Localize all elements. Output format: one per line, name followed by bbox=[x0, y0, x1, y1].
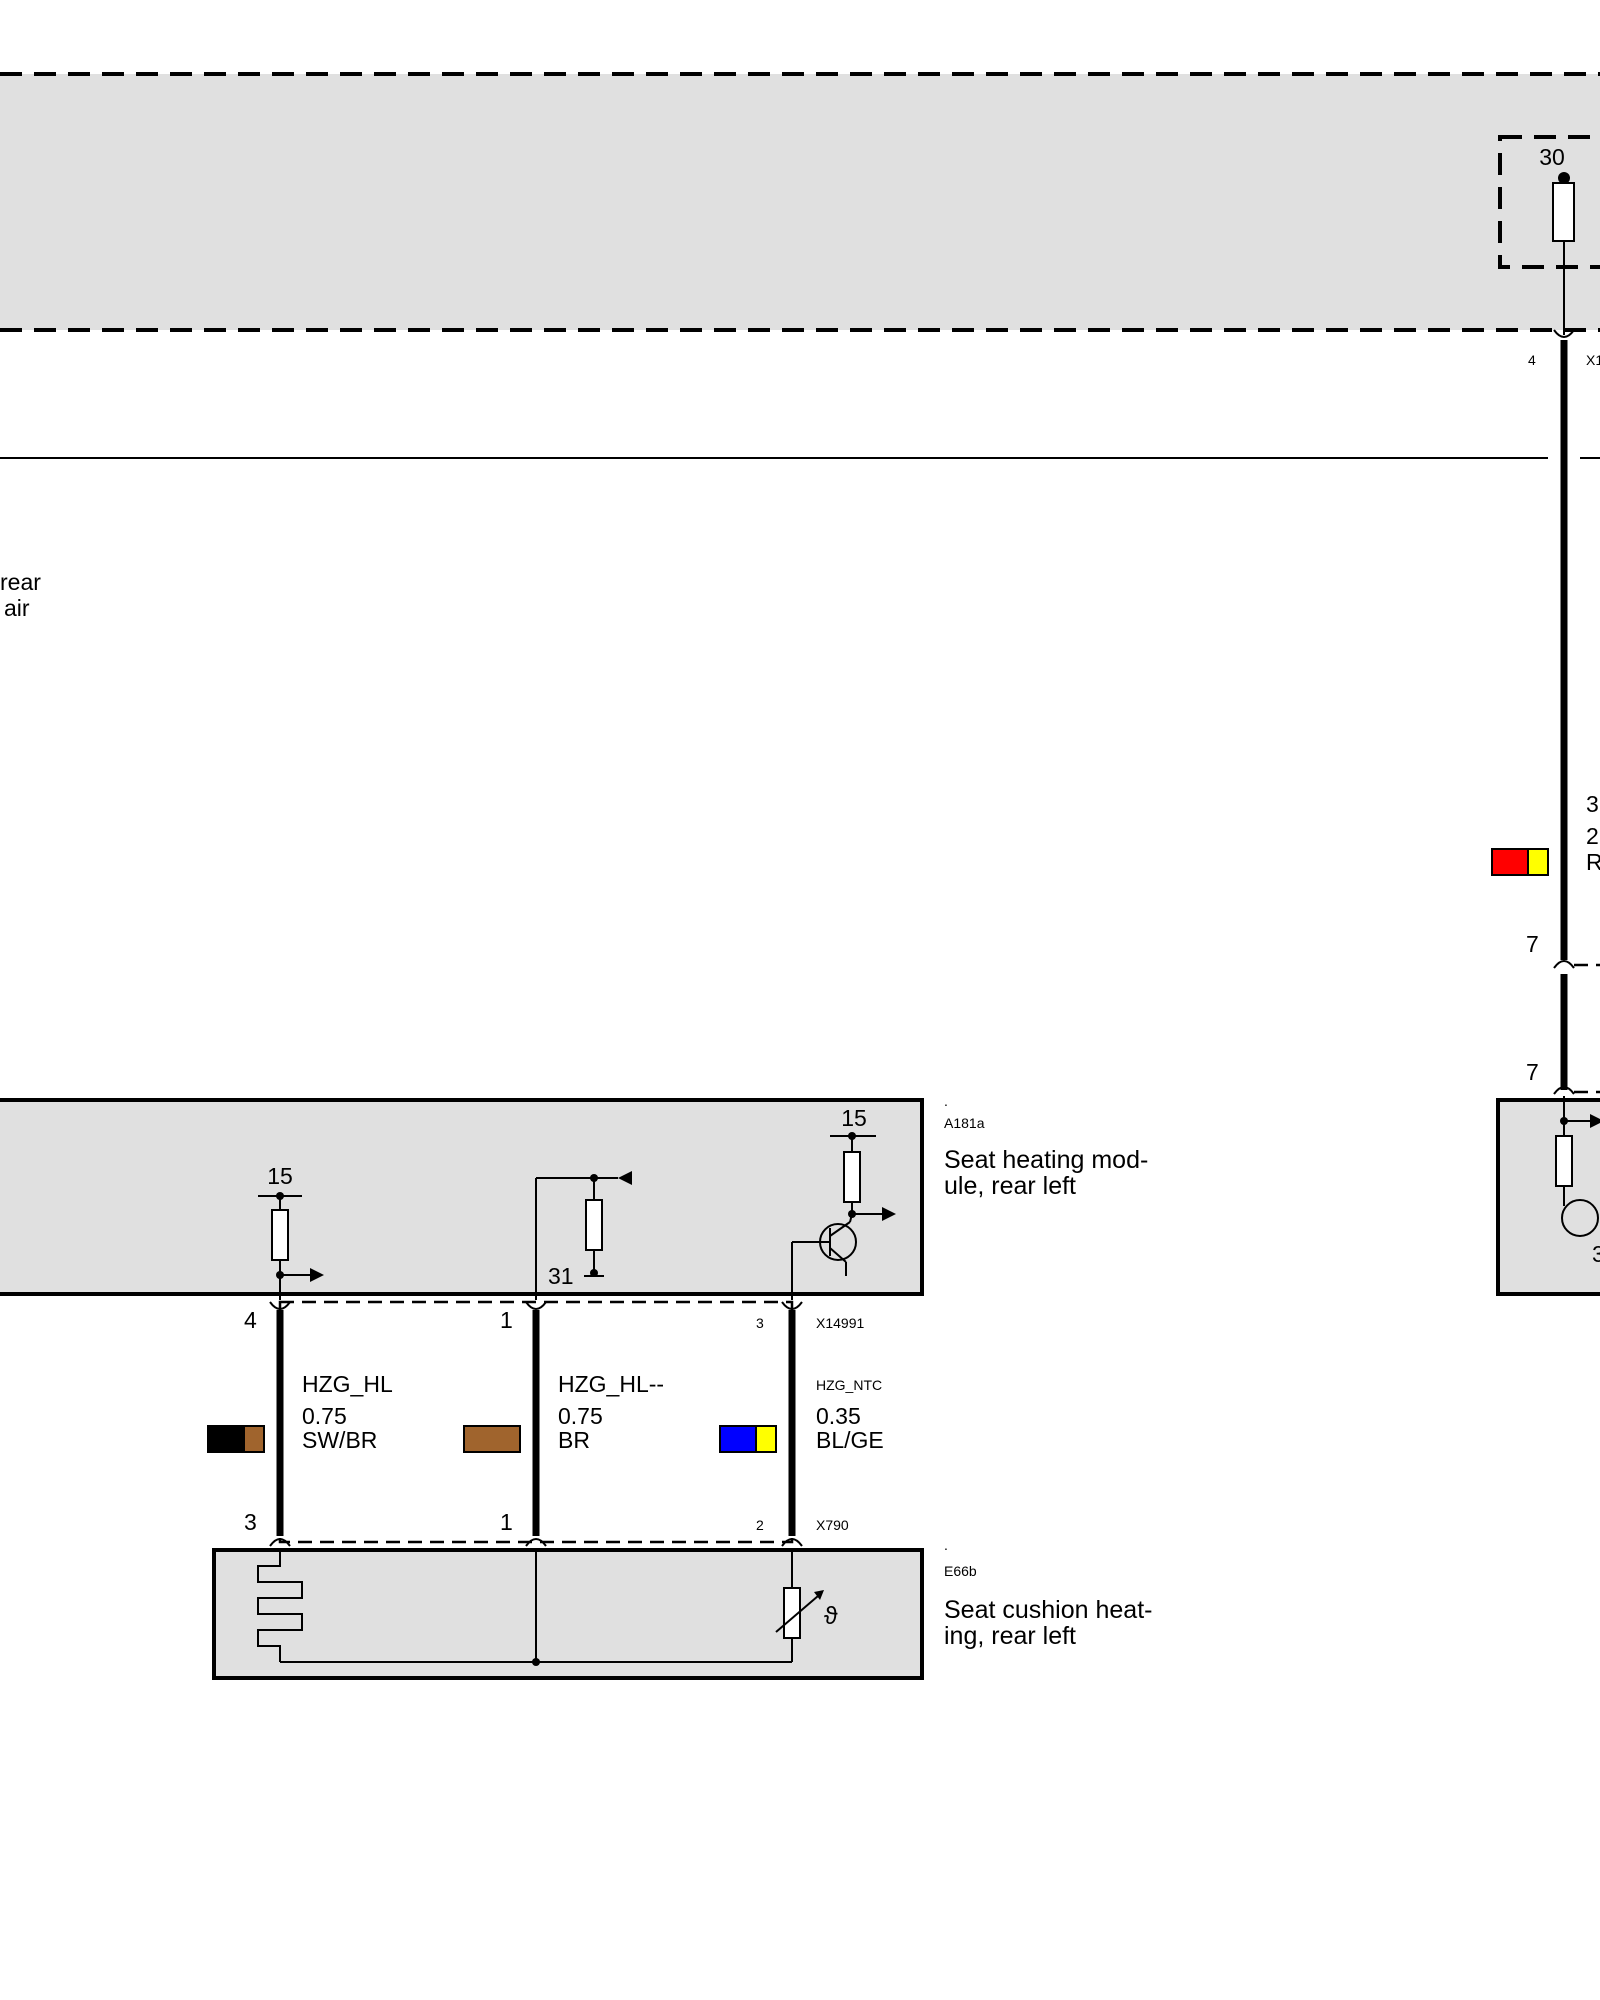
seat-heating-module bbox=[0, 1098, 924, 1296]
upper-connector-id: X14991 bbox=[816, 1315, 864, 1331]
upper-connector-pin-c: 3 bbox=[756, 1315, 764, 1331]
left-partial-label-line2: air bbox=[4, 595, 30, 621]
right-connector-pin-top: 7 bbox=[1526, 931, 1539, 957]
wire3-signal: HZG_NTC bbox=[816, 1377, 882, 1393]
wire1-size: 0.75 bbox=[302, 1403, 347, 1429]
cushion-heating-name-1: Seat cushion heat- bbox=[944, 1596, 1152, 1624]
lower-connector-pin-b: 1 bbox=[500, 1509, 513, 1535]
wire1-color-swatch-a bbox=[207, 1425, 245, 1453]
wire3-color-swatch-a bbox=[719, 1425, 757, 1453]
temperature-symbol: ϑ bbox=[824, 1602, 838, 1630]
top-module-area bbox=[0, 74, 1600, 330]
fuse-symbol bbox=[1552, 182, 1575, 242]
wire2-signal: HZG_HL-- bbox=[558, 1371, 664, 1397]
heating-module-id: A181a bbox=[944, 1115, 985, 1131]
heating-module-name-2: ule, rear left bbox=[944, 1172, 1076, 1200]
fuse-box bbox=[1498, 135, 1600, 269]
right-partial-module bbox=[1496, 1098, 1600, 1296]
wire1-signal: HZG_HL bbox=[302, 1371, 393, 1397]
right-transistor-icon bbox=[1561, 1199, 1599, 1237]
heating-module-dot: . bbox=[944, 1093, 948, 1109]
right-wire-text-3: R bbox=[1586, 849, 1600, 875]
cushion-heating-name-2: ing, rear left bbox=[944, 1622, 1076, 1650]
terminal-15-right: 15 bbox=[841, 1105, 867, 1131]
right-wire-text-2: 2 bbox=[1586, 823, 1599, 849]
top-connector-id: X1 bbox=[1586, 352, 1600, 368]
wire3-color-swatch-b bbox=[755, 1425, 777, 1453]
upper-connector-pin-b: 1 bbox=[500, 1307, 513, 1333]
lower-connector-pin-c: 2 bbox=[756, 1517, 764, 1533]
top-connector-pin: 4 bbox=[1528, 352, 1536, 368]
heating-element-icon bbox=[257, 1550, 303, 1662]
right-connector-pin-bottom: 7 bbox=[1526, 1059, 1539, 1085]
right-connector-arc-top bbox=[1553, 960, 1575, 969]
heating-module-name-1: Seat heating mod- bbox=[944, 1146, 1148, 1174]
left-partial-label-line1: rear bbox=[0, 569, 41, 595]
wire-bundle-shield bbox=[278, 1300, 794, 1544]
fuse-terminal-label: 30 bbox=[1539, 144, 1565, 170]
wire3-size: 0.35 bbox=[816, 1403, 861, 1429]
resistor-middle bbox=[585, 1199, 603, 1251]
wire3-color-code: BL/GE bbox=[816, 1427, 884, 1453]
cushion-heating-dot: . bbox=[944, 1537, 948, 1553]
resistor-left bbox=[271, 1209, 289, 1261]
right-wire-text-1: 3 bbox=[1586, 791, 1599, 817]
right-wire-color-left bbox=[1491, 848, 1529, 876]
right-wire-color-right bbox=[1527, 848, 1549, 876]
cushion-heating-id: E66b bbox=[944, 1563, 977, 1579]
wire2-size: 0.75 bbox=[558, 1403, 603, 1429]
wire1-color-code: SW/BR bbox=[302, 1427, 377, 1453]
upper-connector-pin-a: 4 bbox=[244, 1307, 257, 1333]
wire2-color-code: BR bbox=[558, 1427, 590, 1453]
lower-connector-pin-a: 3 bbox=[244, 1509, 257, 1535]
output-arrow-left bbox=[310, 1268, 324, 1282]
lower-connector-id: X790 bbox=[816, 1517, 849, 1533]
output-arrow-right bbox=[882, 1207, 896, 1221]
terminal-15-left: 15 bbox=[267, 1163, 293, 1189]
seat-cushion-heating bbox=[212, 1548, 924, 1680]
terminal-31: 31 bbox=[548, 1263, 574, 1289]
wire2-color-swatch bbox=[463, 1425, 521, 1453]
resistor-right bbox=[843, 1151, 861, 1203]
connector-pin-arc bbox=[1553, 329, 1575, 338]
input-arrow-middle bbox=[618, 1171, 632, 1185]
right-module-pin: 3 bbox=[1592, 1241, 1600, 1267]
wire1-color-swatch-b bbox=[243, 1425, 265, 1453]
